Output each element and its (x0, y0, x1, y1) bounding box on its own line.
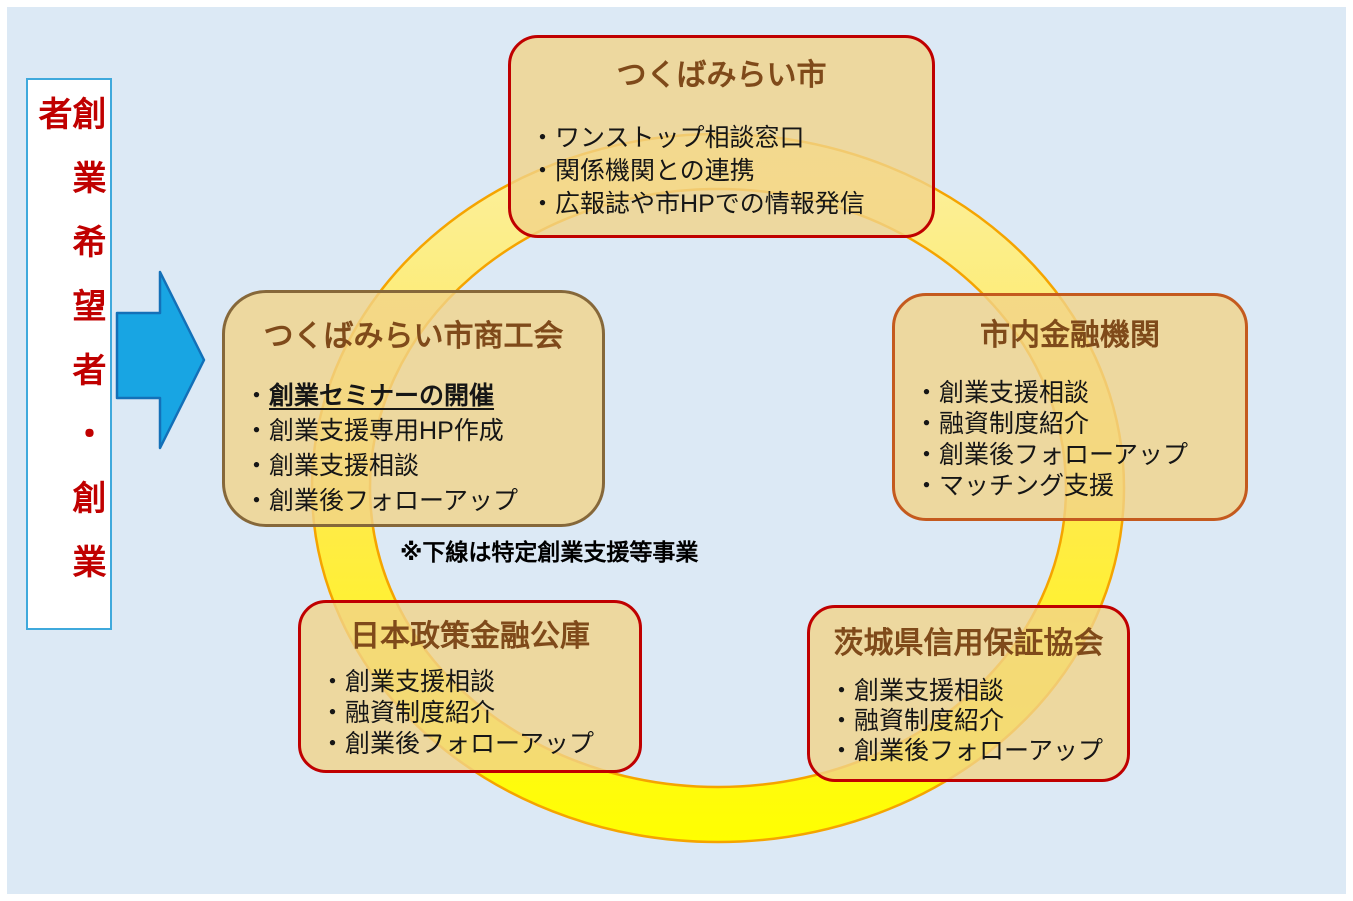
org-service-list: ・ワンストップ相談窓口 ・関係機関との連携 ・広報誌や市HPでの情報発信 (511, 122, 932, 221)
org-title: 茨城県信用保証協会 (833, 627, 1104, 660)
service-item: ・創業支援相談 (320, 668, 496, 696)
org-title: 日本政策金融公庫 (350, 620, 590, 653)
service-item: ・創業支援相談 (244, 452, 420, 480)
service-item: ・創業後フォローアップ (829, 737, 1104, 765)
org-card-japan-finance-corporation: 日本政策金融公庫 ・創業支援相談 ・融資制度紹介 ・創業後フォローアップ (298, 600, 642, 773)
footnote: ※下線は特定創業支援等事業 (400, 539, 699, 565)
service-item: ・創業後フォローアップ (244, 487, 519, 515)
org-card-ibaraki-credit-guarantee: 茨城県信用保証協会 ・創業支援相談 ・融資制度紹介 ・創業後フォローアップ (807, 605, 1130, 782)
service-item: ・創業支援相談 (914, 379, 1090, 407)
org-card-tsukubamirai-city: つくばみらい市 ・ワンストップ相談窓口 ・関係機関との連携 ・広報誌や市HPでの… (508, 35, 935, 238)
service-item: ・融資制度紹介 (914, 410, 1090, 438)
org-title: 市内金融機関 (980, 319, 1160, 352)
service-item: ・融資制度紹介 (320, 699, 496, 727)
audience-label: 創業希望者・創業者 (33, 96, 105, 608)
org-service-list: ・創業セミナーの開催 ・創業支援専用HP作成 ・創業支援相談 ・創業後フォローア… (225, 379, 602, 519)
service-item: ・創業セミナーの開催 (244, 382, 495, 410)
org-service-list: ・創業支援相談 ・融資制度紹介 ・創業後フォローアップ (810, 676, 1127, 766)
service-item: ・創業支援相談 (829, 677, 1005, 705)
service-item: ・創業支援専用HP作成 (244, 417, 504, 445)
service-item: ・関係機関との連携 (530, 157, 755, 185)
service-item: ・創業後フォローアップ (914, 441, 1189, 469)
org-service-list: ・創業支援相談 ・融資制度紹介 ・創業後フォローアップ (301, 667, 639, 760)
org-title: つくばみらい市 (616, 59, 827, 92)
service-item: ・マッチング支援 (914, 472, 1115, 500)
org-title: つくばみらい市商工会 (263, 320, 564, 353)
service-item: ・創業後フォローアップ (320, 730, 595, 758)
audience-panel: 創業希望者・創業者 (26, 78, 112, 630)
service-item: ・融資制度紹介 (829, 707, 1005, 735)
org-card-chamber-of-commerce: つくばみらい市商工会 ・創業セミナーの開催 ・創業支援専用HP作成 ・創業支援相… (222, 290, 605, 527)
service-item: ・広報誌や市HPでの情報発信 (530, 190, 865, 218)
right-arrow-icon (115, 270, 206, 450)
org-card-city-financial-institutions: 市内金融機関 ・創業支援相談 ・融資制度紹介 ・創業後フォローアップ ・マッチン… (892, 293, 1248, 521)
org-service-list: ・創業支援相談 ・融資制度紹介 ・創業後フォローアップ ・マッチング支援 (895, 378, 1245, 502)
service-item: ・ワンストップ相談窓口 (530, 124, 805, 152)
